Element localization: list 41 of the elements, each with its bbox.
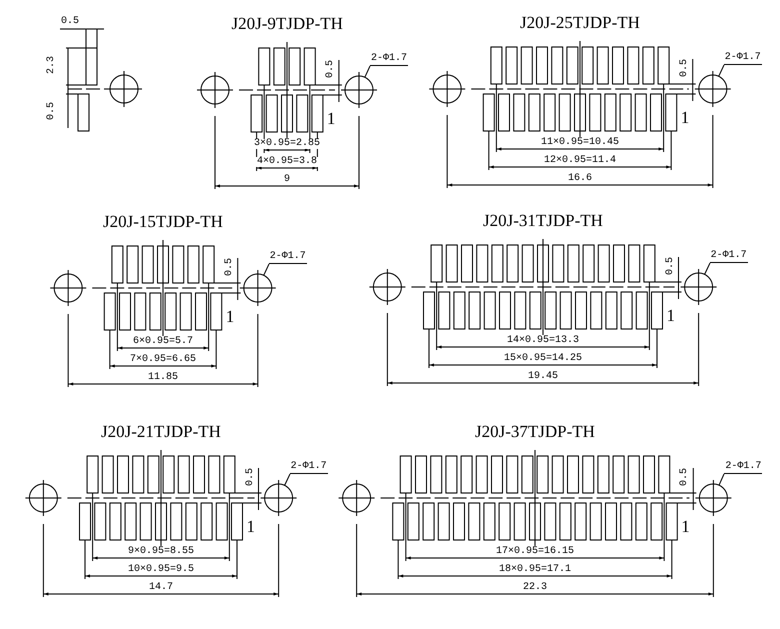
pin-number: 1 xyxy=(326,110,336,127)
leader-line xyxy=(718,64,724,77)
part-number-title: J20J-21TJDP-TH xyxy=(101,423,221,440)
leader-line xyxy=(718,474,724,486)
pin-number: 1 xyxy=(681,518,690,535)
mounting-hole xyxy=(680,268,718,306)
callout-text: 2-Φ1.7 xyxy=(290,462,328,474)
part-number-title: J20J-31TJDP-TH xyxy=(483,212,603,229)
leader-line xyxy=(364,66,370,78)
part-number-title: J20J-25TJDP-TH xyxy=(520,14,640,31)
mounting-hole xyxy=(694,480,732,516)
leader-line xyxy=(263,264,270,276)
pin-number: 1 xyxy=(666,307,675,324)
part-number-title: J20J-9TJDP-TH xyxy=(232,15,343,32)
pin-number: 1 xyxy=(680,109,690,126)
callout-text: 2-Φ1.7 xyxy=(710,251,748,263)
mounting-hole xyxy=(24,480,62,516)
callout-text: 2-Φ1.7 xyxy=(724,53,762,65)
callout-text: 2-Φ1.7 xyxy=(724,462,762,474)
leader-line xyxy=(704,262,710,275)
mounting-hole xyxy=(196,72,234,108)
dimension-label: 0.5 xyxy=(666,256,676,276)
dimension-label: 3×0.95=2.85 xyxy=(253,139,322,149)
dimension-label: 4×0.95=3.8 xyxy=(256,157,318,167)
pin-number: 1 xyxy=(226,308,234,325)
mounting-hole xyxy=(50,270,87,306)
dimension-label: 0.5 xyxy=(246,467,256,487)
mounting-hole xyxy=(694,70,732,108)
mounting-hole xyxy=(338,480,376,516)
callout-text: 2-Φ1.7 xyxy=(370,54,408,66)
mounting-hole xyxy=(260,480,298,516)
part-number-title: J20J-37TJDP-TH xyxy=(475,423,595,440)
leader-line xyxy=(284,474,290,486)
pin-number: 1 xyxy=(246,518,255,535)
mounting-hole xyxy=(428,70,466,108)
mounting-hole xyxy=(239,270,276,306)
mounting-hole xyxy=(106,70,142,108)
callout-text: 2-Φ1.7 xyxy=(268,252,307,264)
mounting-hole xyxy=(340,72,378,108)
mounting-hole xyxy=(368,268,406,306)
part-number-title: J20J-15TJDP-TH xyxy=(103,213,223,230)
